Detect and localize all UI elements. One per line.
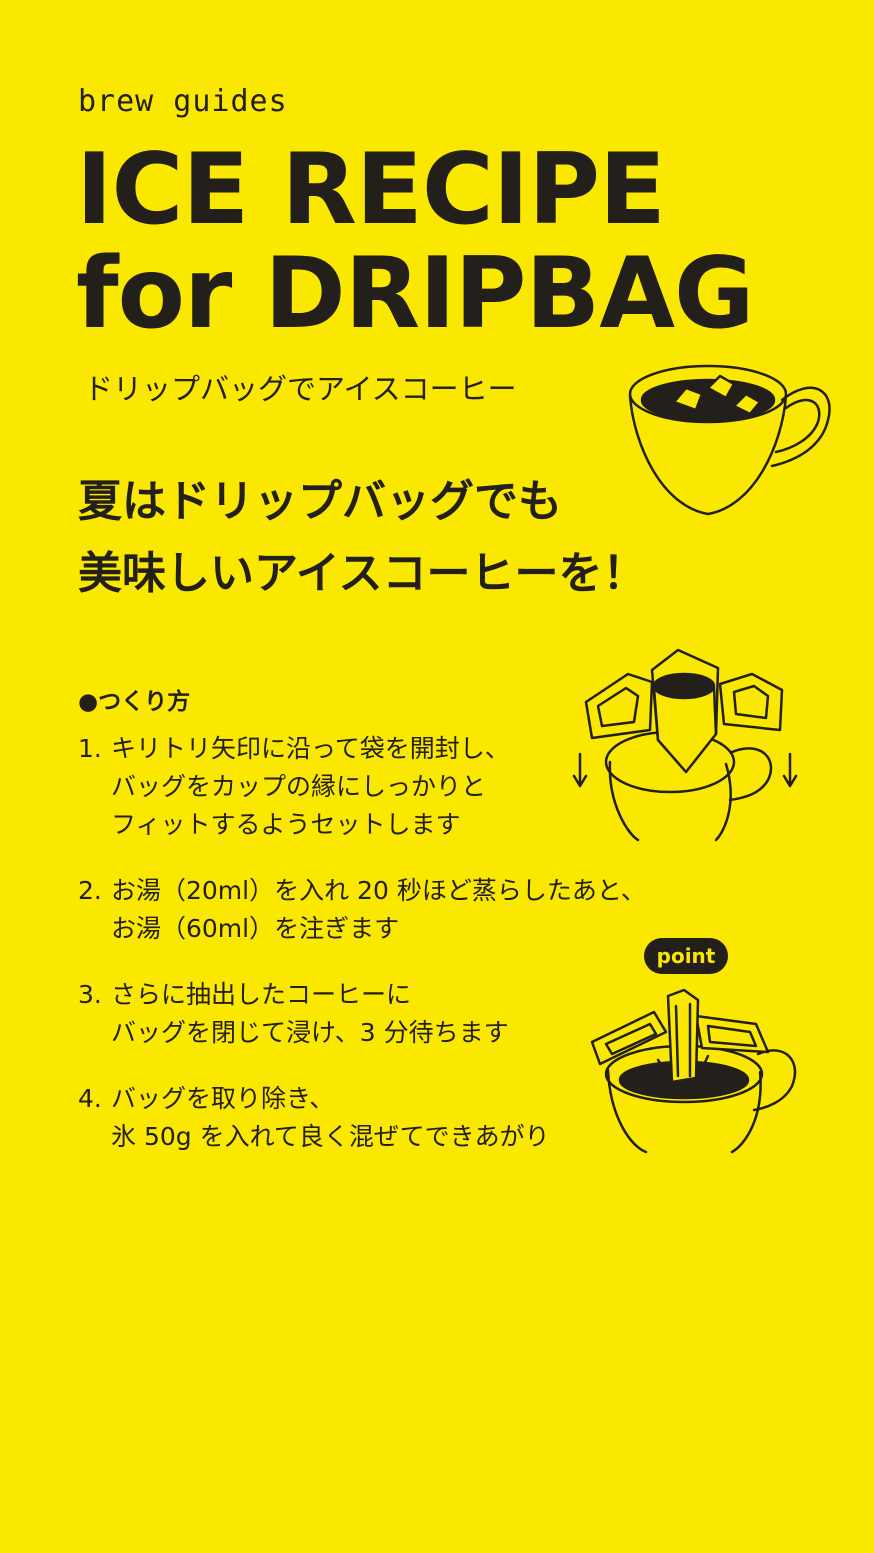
step-text: バッグをカップの縁にしっかりと	[111, 772, 487, 801]
step-item: 1. キリトリ矢印に沿って袋を開封し、 バッグをカップの縁にしっかりと フィット…	[78, 730, 646, 844]
step-text: フィットするようセットします	[111, 810, 461, 839]
step-number: 2.	[78, 876, 102, 905]
step-text: バッグを閉じて浸け、3 分待ちます	[111, 1018, 509, 1047]
step-text: 氷 50g を入れて良く混ぜてできあがり	[111, 1122, 550, 1151]
step-number: 4.	[78, 1084, 102, 1113]
step-text: お湯（60ml）を注ぎます	[111, 914, 400, 943]
iced-coffee-cup-icon	[628, 364, 831, 516]
step-number: 3.	[78, 980, 102, 1009]
lead-line-2: 美味しいアイスコーヒーを！	[78, 548, 647, 599]
title-line-1: ICE RECIPE	[76, 133, 666, 247]
step-text: キリトリ矢印に沿って袋を開封し、	[111, 734, 510, 763]
dripbag-on-cup-icon	[572, 648, 798, 842]
step-item: 2. お湯（20ml）を入れ 20 秒ほど蒸らしたあと、 お湯（60ml）を注ぎ…	[78, 872, 646, 948]
step-text: さらに抽出したコーヒーに	[111, 980, 412, 1009]
page-title: ICE RECIPE for DRIPBAG	[76, 138, 754, 346]
step-number: 1.	[78, 734, 102, 763]
subtitle-jp: ドリップバッグでアイスコーヒー	[84, 372, 517, 406]
step-item: 3. さらに抽出したコーヒーに バッグを閉じて浸け、3 分待ちます	[78, 976, 646, 1052]
dripbag-steeping-icon	[590, 988, 797, 1154]
step-text: お湯（20ml）を入れ 20 秒ほど蒸らしたあと、	[111, 876, 646, 905]
method-heading: ●つくり方	[78, 689, 191, 715]
title-line-2: for DRIPBAG	[76, 237, 754, 351]
point-badge: point	[644, 938, 728, 974]
step-item: 4. バッグを取り除き、 氷 50g を入れて良く混ぜてできあがり	[78, 1080, 646, 1156]
eyebrow-label: brew guides	[78, 84, 288, 119]
step-text: バッグを取り除き、	[111, 1084, 335, 1113]
step-list: 1. キリトリ矢印に沿って袋を開封し、 バッグをカップの縁にしっかりと フィット…	[78, 730, 646, 1184]
lead-line-1: 夏はドリップバッグでも	[78, 476, 562, 527]
lead-copy: 夏はドリップバッグでも 美味しいアイスコーヒーを！	[78, 466, 646, 610]
